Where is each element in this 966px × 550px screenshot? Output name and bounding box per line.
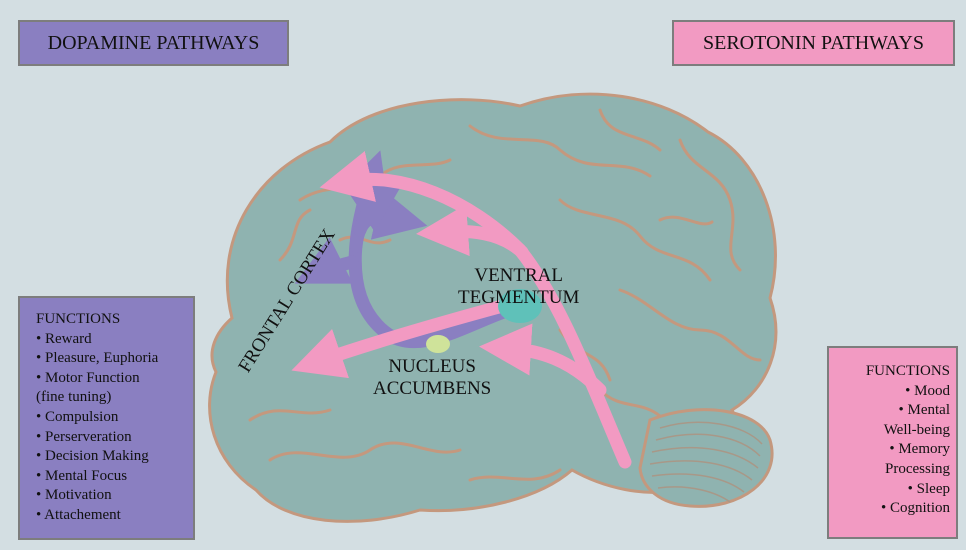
function-item: • Sleep	[835, 480, 950, 500]
dopamine-functions-list: • Reward • Pleasure, Euphoria • Motor Fu…	[36, 330, 187, 526]
ventral-tegmentum-label: VENTRAL TEGMENTUM	[458, 265, 579, 309]
nucleus-accumbens-line2: ACCUMBENS	[373, 378, 491, 400]
function-item: • Reward	[36, 330, 187, 350]
function-item: • Decision Making	[36, 447, 187, 467]
function-item: • Motivation	[36, 486, 187, 506]
function-item: • Mental Focus	[36, 467, 187, 487]
function-item: • Motor Function	[36, 369, 187, 389]
nucleus-accumbens-label: NUCLEUS ACCUMBENS	[373, 356, 491, 400]
function-item: • Cognition	[835, 499, 950, 519]
function-item: • Mental	[835, 401, 950, 421]
serotonin-functions-list: • Mood • Mental Well-being • Memory Proc…	[835, 382, 950, 519]
function-item: • Pleasure, Euphoria	[36, 349, 187, 369]
serotonin-pathways-title: SEROTONIN PATHWAYS	[672, 20, 955, 66]
serotonin-functions-heading: FUNCTIONS	[835, 362, 950, 382]
function-item: • Mood	[835, 382, 950, 402]
ventral-tegmentum-line1: VENTRAL	[458, 265, 579, 287]
dopamine-pathways-title: DOPAMINE PATHWAYS	[18, 20, 289, 66]
function-item: • Attachement	[36, 506, 187, 526]
function-item: Well-being	[835, 421, 950, 441]
nucleus-accumbens-area	[426, 335, 450, 353]
function-item: (fine tuning)	[36, 388, 187, 408]
function-item: Processing	[835, 460, 950, 480]
dopamine-functions-box: FUNCTIONS • Reward • Pleasure, Euphoria …	[18, 296, 195, 540]
function-item: • Memory	[835, 440, 950, 460]
serotonin-functions-box: FUNCTIONS • Mood • Mental Well-being • M…	[827, 346, 958, 539]
ventral-tegmentum-line2: TEGMENTUM	[458, 287, 579, 309]
dopamine-functions-heading: FUNCTIONS	[36, 310, 187, 330]
nucleus-accumbens-line1: NUCLEUS	[373, 356, 491, 378]
function-item: • Compulsion	[36, 408, 187, 428]
function-item: • Perserveration	[36, 428, 187, 448]
